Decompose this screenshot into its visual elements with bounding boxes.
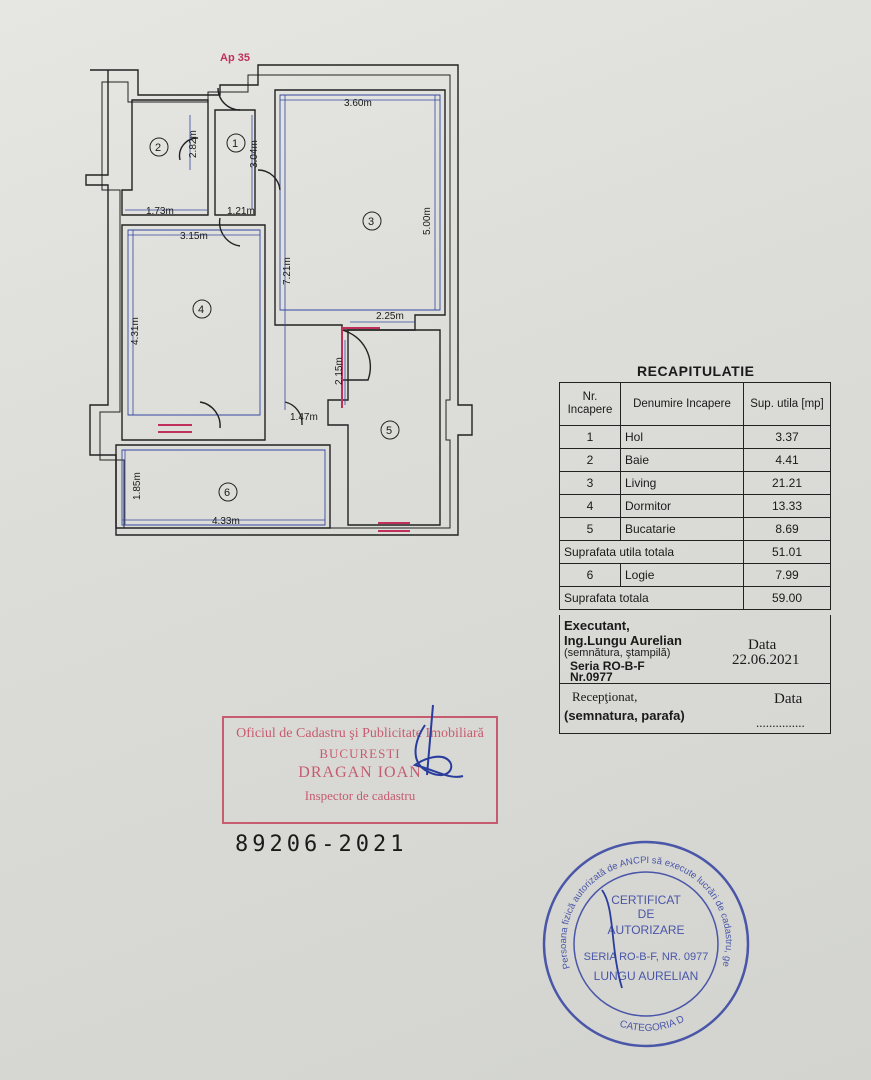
room-number-2: 2 xyxy=(155,142,161,154)
registration-number: 89206-2021 xyxy=(235,832,408,857)
dim-living-height: 5.00m xyxy=(422,207,433,235)
seal-line-1: CERTIFICAT xyxy=(611,893,681,907)
dim-hall-width: 1.21m xyxy=(227,206,255,217)
dim-living-depth: 7.21m xyxy=(282,257,293,285)
dim-bedroom-width: 3.15m xyxy=(180,231,208,242)
cell-name: Bucatarie xyxy=(620,517,744,541)
cell-area: 3.37 xyxy=(743,425,831,449)
total-value: 59.00 xyxy=(743,586,831,610)
cell-name: Hol xyxy=(620,425,744,449)
dim-loggia-width: 4.33m xyxy=(212,516,240,527)
table-row: 3 Living 21.21 xyxy=(559,471,831,495)
receptionat-label: Recepţionat, xyxy=(572,689,638,704)
floor-plan: Ap 35 3.60m 5.00m 2.82m 3.04m 1.73m 1.21… xyxy=(85,52,473,536)
header-area: Sup. utila [mp] xyxy=(743,382,831,426)
cell-name: Baie xyxy=(620,448,744,472)
total-row: Suprafata totala 59.00 xyxy=(559,586,831,610)
seal-line-3: AUTORIZARE xyxy=(607,923,684,937)
room-number-4: 4 xyxy=(198,304,204,316)
room-number-6: 6 xyxy=(224,487,230,499)
subtotal-row: Suprafata utila totala 51.01 xyxy=(559,540,831,564)
cadastre-stamp: Oficiul de Cadastru şi Publicitate Imobi… xyxy=(222,716,498,824)
cell-nr: 6 xyxy=(559,563,621,587)
cell-nr: 1 xyxy=(559,425,621,449)
stamp-line-3: DRAGAN IOAN xyxy=(298,764,422,781)
dim-bath-height: 2.82m xyxy=(188,130,199,158)
cell-area: 21.21 xyxy=(743,471,831,495)
table-row: 1 Hol 3.37 xyxy=(559,425,831,449)
dim-hall-height: 3.04m xyxy=(249,140,260,168)
signature-block: Executant, Ing.Lungu Aurelian (semnătura… xyxy=(559,615,831,734)
header-name: Denumire Incapere xyxy=(620,382,744,426)
data-label-2: Data xyxy=(774,691,803,707)
stamp-line-2: BUCURESTI xyxy=(319,746,401,761)
parafa-label: (semnatura, parafa) xyxy=(564,708,685,723)
handwritten-signature xyxy=(412,704,464,778)
cell-area: 7.99 xyxy=(743,563,831,587)
seal-line-4: SERIA RO-B-F, NR. 0977 xyxy=(584,951,709,963)
room-number-1: 1 xyxy=(232,138,238,150)
data-value: 22.06.2021 xyxy=(732,652,800,668)
subtotal-value: 51.01 xyxy=(743,540,831,564)
table-row: 5 Bucatarie 8.69 xyxy=(559,517,831,541)
room-number-3: 3 xyxy=(368,216,374,228)
header-nr: Nr. Incapere xyxy=(559,382,621,426)
cell-area: 13.33 xyxy=(743,494,831,518)
dim-loggia-height: 1.85m xyxy=(132,472,143,500)
authorization-seal: Persoana fizică autorizată de ANCPI să e… xyxy=(540,838,750,1048)
room-number-5: 5 xyxy=(386,425,392,437)
dim-bedroom-height: 4.31m xyxy=(130,317,141,345)
signature-note: (semnătura, ştampilă) xyxy=(564,647,671,659)
subtotal-label: Suprafata utila totala xyxy=(559,540,744,564)
recap-title: RECAPITULATIE xyxy=(637,363,755,379)
seal-line-2: DE xyxy=(638,907,655,921)
dim-living-width: 3.60m xyxy=(344,98,372,109)
seal-line-5: LUNGU AURELIAN xyxy=(594,969,699,983)
cell-name: Logie xyxy=(620,563,744,587)
dim-kitchen-side: 2.15m xyxy=(334,357,345,385)
serie-label: Seria RO-B-F xyxy=(570,659,645,673)
engineer-name: Ing.Lungu Aurelian xyxy=(564,633,682,648)
cell-area: 4.41 xyxy=(743,448,831,472)
cell-nr: 3 xyxy=(559,471,621,495)
cell-name: Living xyxy=(620,471,744,495)
serie-number: Nr.0977 xyxy=(570,670,613,684)
divider xyxy=(560,683,830,684)
dim-kitchen-top: 2.25m xyxy=(376,311,404,322)
data-label: Data xyxy=(748,637,777,653)
executant-label: Executant, xyxy=(564,618,630,633)
dim-bath-width: 1.73m xyxy=(146,206,174,217)
cell-area: 8.69 xyxy=(743,517,831,541)
cell-nr: 5 xyxy=(559,517,621,541)
cell-nr: 2 xyxy=(559,448,621,472)
table-row: 6 Logie 7.99 xyxy=(559,563,831,587)
stamp-line-4: Inspector de cadastru xyxy=(304,788,416,803)
seal-bottom-text: CATEGORIA D xyxy=(618,1014,686,1034)
cell-name: Dormitor xyxy=(620,494,744,518)
table-header-row: Nr. Incapere Denumire Incapere Sup. util… xyxy=(559,382,831,426)
date-dots: ............... xyxy=(756,715,805,730)
apartment-label: Ap 35 xyxy=(220,52,250,64)
table-row: 4 Dormitor 13.33 xyxy=(559,494,831,518)
recap-table: Nr. Incapere Denumire Incapere Sup. util… xyxy=(559,382,831,610)
total-label: Suprafata totala xyxy=(559,586,744,610)
table-row: 2 Baie 4.41 xyxy=(559,448,831,472)
cell-nr: 4 xyxy=(559,494,621,518)
dim-passage: 1.47m xyxy=(290,412,318,423)
